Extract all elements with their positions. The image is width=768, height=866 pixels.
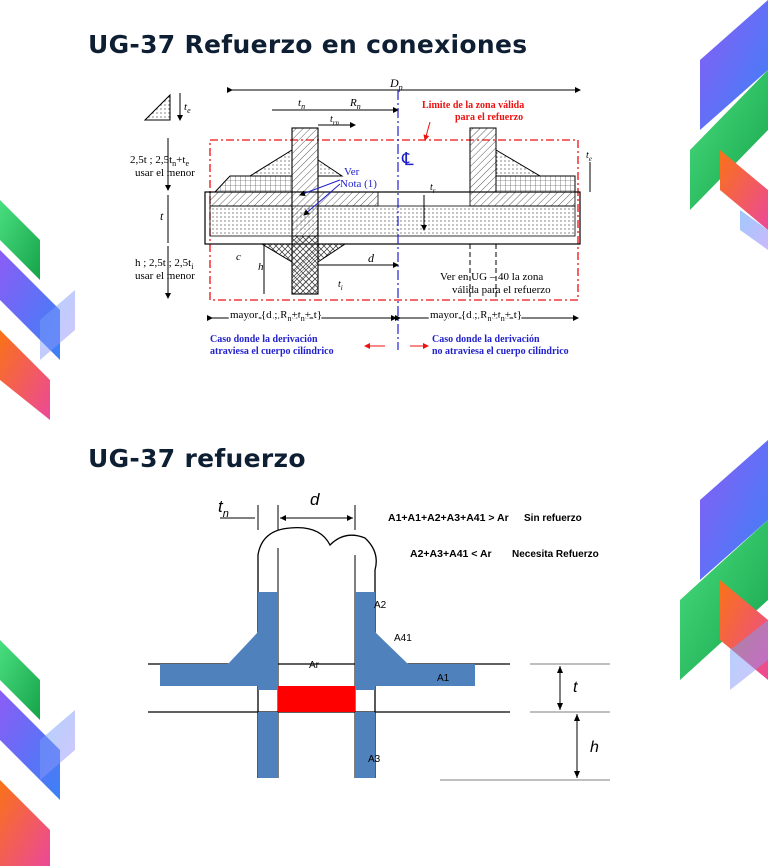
shell-left-area	[160, 664, 258, 686]
ribbon-right-top	[690, 0, 768, 250]
a1-label: A1	[437, 673, 450, 684]
c-label: c	[236, 251, 241, 263]
d-bottom-label: d	[310, 490, 320, 509]
slide-title-bottom: UG-37 refuerzo	[88, 444, 306, 473]
caso-left-label-2: atraviesa el cuerpo cilíndrico	[210, 346, 334, 357]
tr-label: tr	[430, 182, 436, 195]
equation-1: A1+A1+A2+A3+A41 > Ar	[388, 512, 509, 524]
area-blocks	[160, 592, 475, 778]
trn-label: trn	[330, 114, 340, 127]
ribbon-left-top	[0, 200, 75, 420]
dp-label: Dp	[389, 76, 403, 92]
equation-2-result: Necesita Refuerzo	[512, 549, 599, 560]
tn-label: tn	[298, 97, 305, 111]
caso-right-label-2: no atraviesa el cuerpo cilíndrico	[432, 346, 569, 357]
slide-title-top: UG-37 Refuerzo en conexiones	[88, 30, 528, 59]
rn-label: Rn	[349, 97, 361, 111]
h-bottom-label: h	[590, 739, 599, 756]
svg-text:te: te	[184, 101, 191, 115]
a3-label: A3	[368, 754, 381, 765]
mayor-left-label: mayor {d ; Rn+tn+ t}	[230, 309, 322, 323]
nozzle-inner-left	[258, 712, 278, 778]
h-label: h	[258, 261, 264, 273]
a2-area	[355, 592, 375, 690]
caso-right-label-1: Caso donde la derivación	[432, 334, 540, 345]
ribbon-right-bottom	[680, 440, 768, 690]
ar-area	[278, 686, 355, 712]
a3-area	[355, 712, 375, 778]
weld-symbol: te	[143, 93, 191, 121]
ribbon-left-bottom	[0, 640, 75, 866]
a1-area	[375, 664, 475, 686]
tn-bottom-label: tn	[218, 497, 229, 520]
left-top-label-2: usar el menor	[135, 167, 195, 179]
nozzle-outline	[257, 526, 377, 778]
limit-label-2: para el refuerzo	[455, 112, 523, 123]
nozzle-wall-left-outer	[258, 592, 278, 690]
caso-left-label-1: Caso donde la derivación	[210, 334, 318, 345]
h-left-label: h ; 2,5t ; 2,5ti	[135, 257, 194, 271]
t-label: t	[160, 209, 164, 223]
ar-label: Ar	[309, 660, 320, 671]
ver-ug-label-1: Ver en UG – 40 la zona	[440, 271, 543, 283]
h-left-label-2: usar el menor	[135, 270, 195, 282]
limit-label-1: Limite de la zona válida	[422, 100, 524, 111]
a41-area	[375, 632, 408, 664]
left-top-label: 2,5t ; 2,5tn+te	[130, 154, 189, 168]
a41-label: A41	[394, 633, 412, 644]
ti-label: ti	[338, 279, 343, 292]
te-right-label: te	[586, 150, 592, 163]
mayor-right-label: mayor {d ; Rn+tn+ t}	[430, 309, 522, 323]
ver-label: Ver	[344, 166, 360, 178]
t-bottom-label: t	[573, 679, 578, 696]
d-label: d	[368, 251, 375, 265]
a2-label: A2	[374, 600, 387, 611]
equation-1-result: Sin refuerzo	[524, 513, 582, 524]
centerline-symbol: ℄	[401, 149, 414, 169]
equation-2: A2+A3+A41 < Ar	[410, 548, 492, 560]
ver-ug-label-2: válida para el refuerzo	[452, 284, 551, 296]
weld-left	[228, 632, 258, 664]
nota-label: Nota (1)	[340, 178, 377, 190]
